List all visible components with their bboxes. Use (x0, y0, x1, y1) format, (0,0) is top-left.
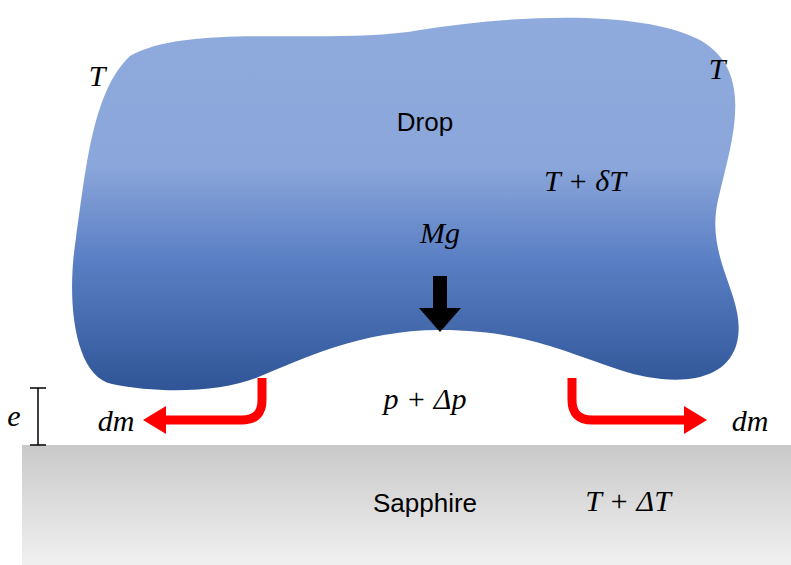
pressure-label: p + Δp (384, 382, 467, 415)
drop-outline (65, 10, 750, 395)
drop-shape: Drop T + δT Mg (65, 10, 750, 395)
vapor-flow-arrow (572, 378, 707, 434)
substrate-block: Sapphire T + ΔT (22, 445, 791, 565)
temperature-label: T + ΔT (585, 484, 671, 517)
part-name: Sapphire (373, 489, 477, 518)
mass-flow-label: dm (732, 404, 769, 437)
temperature-label: T + δT (544, 164, 626, 197)
temperature-label: T (709, 52, 726, 85)
temperature-label: T (89, 59, 106, 92)
drop-body (72, 18, 739, 391)
part-name: Drop (397, 108, 453, 137)
mass-flow-label: dm (98, 404, 135, 437)
weight-label: Mg (420, 216, 460, 249)
thickness-bracket (30, 388, 46, 445)
thickness-label: e (7, 399, 20, 432)
